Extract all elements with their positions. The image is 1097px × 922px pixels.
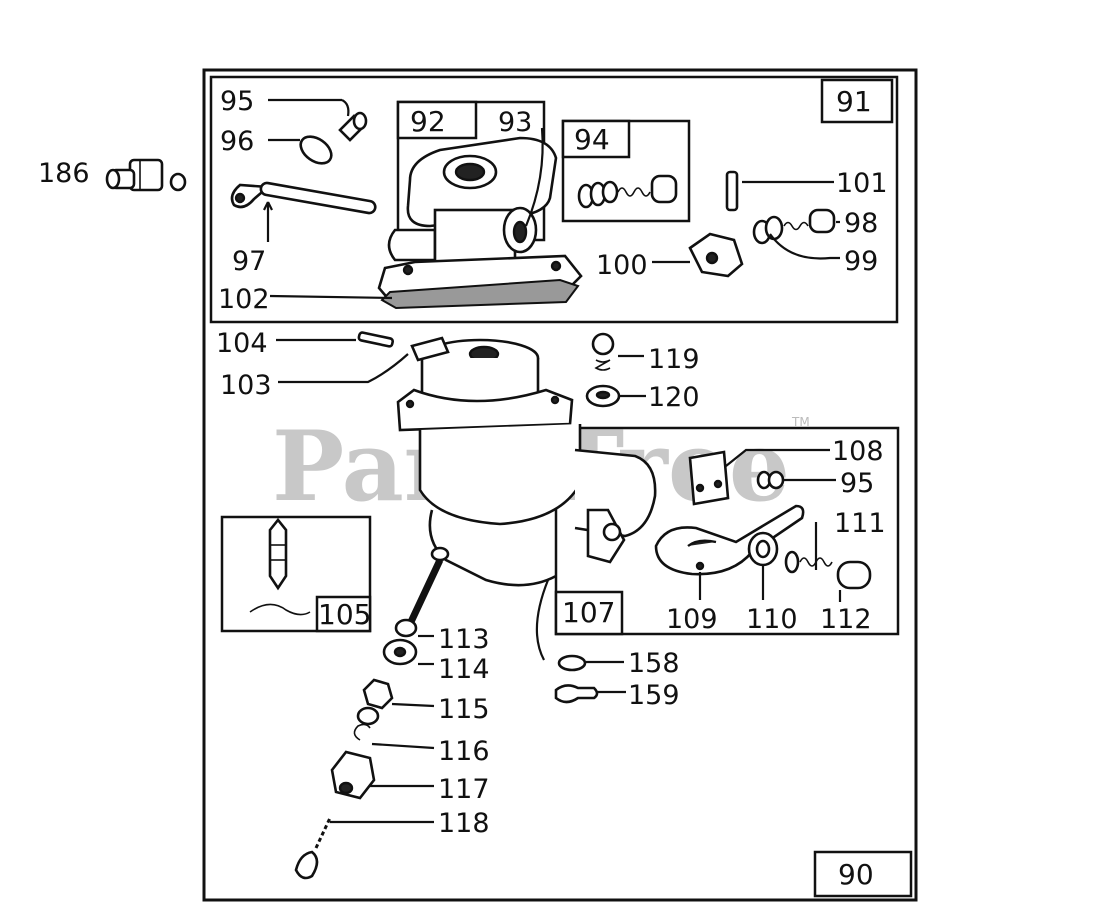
needle-105-drawing <box>249 517 311 616</box>
knob-112-drawing <box>836 560 872 590</box>
callout-120: 120 <box>648 382 700 413</box>
callout-100: 100 <box>596 250 648 281</box>
callout-108: 108 <box>832 436 884 467</box>
shaft-97-drawing <box>230 181 377 215</box>
box-label-105: 105 <box>315 595 371 633</box>
callout-158: 158 <box>628 648 680 679</box>
upper-body-92-drawing <box>377 136 583 304</box>
screw-95-box-drawing <box>756 470 785 490</box>
callout-104: 104 <box>216 328 268 359</box>
callout-103: 103 <box>220 370 272 401</box>
callout-116: 116 <box>438 736 490 767</box>
box-label-92: 92 <box>396 100 478 140</box>
washer-113-drawing <box>394 618 418 638</box>
callout-186: 186 <box>38 158 90 189</box>
spring-98-drawing <box>752 208 836 245</box>
clip-159-drawing <box>554 684 599 704</box>
washer-120-drawing <box>585 384 621 408</box>
plate-108-drawing <box>688 450 730 506</box>
callout-119: 119 <box>648 344 700 375</box>
svg-text:91: 91 <box>836 85 872 118</box>
screw-118-drawing <box>294 817 332 880</box>
needle-box-frame <box>220 515 372 633</box>
spring-94-drawing <box>577 174 678 209</box>
callout-112: 112 <box>820 604 872 635</box>
callout-102: 102 <box>218 284 270 315</box>
top-assembly-frame <box>209 75 899 324</box>
box-label-91: 91 <box>820 78 894 124</box>
callout-96: 96 <box>220 126 254 157</box>
pin-104-drawing <box>357 331 394 348</box>
svg-text:105: 105 <box>318 598 371 631</box>
leader-lines <box>263 98 842 824</box>
pin-101-drawing <box>725 170 739 212</box>
callout-117: 117 <box>438 774 490 805</box>
callout-97: 97 <box>232 246 266 277</box>
callout-114: 114 <box>438 654 490 685</box>
svg-text:92: 92 <box>410 105 446 138</box>
gasket-102-drawing <box>380 278 580 310</box>
callout-159: 159 <box>628 680 680 711</box>
carburetor-body-drawing <box>396 336 657 587</box>
linkage-box-frame <box>554 426 900 636</box>
callout-98: 98 <box>844 208 878 239</box>
ring-116b-drawing <box>353 723 371 741</box>
washer-158-drawing <box>557 654 587 672</box>
main-frame <box>202 68 918 902</box>
fitting-186-drawing <box>105 158 187 192</box>
box-label-107: 107 <box>554 590 624 636</box>
fitting-100-drawing <box>688 232 744 278</box>
callout-95-box: 95 <box>840 468 874 499</box>
svg-text:94: 94 <box>574 123 610 156</box>
callout-113: 113 <box>438 624 490 655</box>
washer-114-drawing <box>382 638 418 666</box>
callout-93: 93 <box>498 107 532 138</box>
nut-115-drawing <box>362 678 394 710</box>
callout-118: 118 <box>438 808 490 839</box>
disk-96-drawing <box>299 135 333 165</box>
callout-101: 101 <box>836 168 888 199</box>
callout-110: 110 <box>746 604 798 635</box>
box-label-94: 94 <box>561 119 631 159</box>
callout-95-top: 95 <box>220 86 254 117</box>
callout-109: 109 <box>666 604 718 635</box>
washer-110-drawing <box>747 531 779 567</box>
box-label-90: 90 <box>813 850 913 898</box>
nut-117-drawing <box>330 750 376 800</box>
callout-99: 99 <box>844 246 878 277</box>
callout-111: 111 <box>834 508 886 539</box>
spring-111-drawing <box>784 550 833 574</box>
screw-119-drawing <box>591 332 615 371</box>
needle-stem-drawing <box>406 546 450 626</box>
screw-95-drawing <box>338 111 368 142</box>
spring-116-drawing <box>356 706 380 726</box>
svg-text:107: 107 <box>562 596 615 629</box>
svg-text:90: 90 <box>838 858 874 891</box>
callout-115: 115 <box>438 694 490 725</box>
lever-109-drawing <box>654 504 805 576</box>
watermark-tm: TM <box>791 415 810 429</box>
